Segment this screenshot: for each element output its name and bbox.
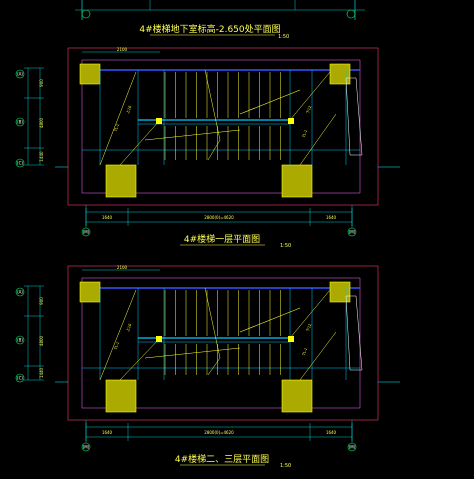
stair-note: TL-1	[302, 129, 309, 139]
plan-scale: 1:50	[278, 34, 289, 40]
column	[79, 63, 101, 85]
plan-scale: 1:50	[280, 463, 291, 469]
outer-frame	[67, 265, 379, 421]
outer-frame	[67, 47, 379, 206]
dim-text: 1640	[326, 430, 337, 435]
column	[329, 63, 351, 85]
zigzag-line	[204, 69, 221, 141]
axis-circle	[15, 373, 25, 383]
column	[281, 164, 313, 198]
dim-text: 2100	[117, 47, 128, 52]
axis-circle	[15, 117, 25, 127]
plan-title: 4#楼梯地下室标高-2.650处平面图	[139, 23, 280, 35]
stair-note: TL-1	[114, 123, 121, 133]
axis-circle	[81, 227, 91, 237]
axis-label: (M)	[83, 230, 90, 235]
axis-label: (M)	[349, 445, 356, 450]
break-line	[119, 337, 161, 381]
axis-label: (B)	[17, 120, 23, 125]
run-arrow	[239, 89, 301, 115]
column	[105, 164, 137, 198]
run-arrow	[144, 129, 241, 141]
run-arrow	[144, 347, 241, 359]
dim-text: 1440	[39, 367, 44, 378]
break-line	[119, 119, 161, 166]
axis-circle	[347, 442, 357, 452]
column	[281, 379, 313, 413]
plan-title: 4#楼梯一层平面图	[184, 233, 260, 245]
zigzag-line	[207, 357, 221, 376]
axis-circle	[347, 227, 357, 237]
dim-text: 1640	[102, 215, 113, 220]
stair-note: 上10	[125, 104, 133, 114]
dim-text: 900	[39, 297, 44, 305]
stair-wedge	[345, 77, 363, 156]
axis-circle	[15, 335, 25, 345]
zigzag-line	[207, 139, 221, 161]
stair-note: 下12	[306, 323, 313, 332]
axis-circle	[15, 158, 25, 168]
axis-circle	[15, 69, 25, 79]
run-arrow	[239, 307, 301, 333]
zigzag-line	[204, 287, 221, 359]
axis-circle	[346, 9, 356, 19]
column	[329, 281, 351, 303]
column	[79, 281, 101, 303]
header-fragment	[75, 0, 365, 20]
stair-note: TL-1	[114, 341, 121, 351]
stair-wedge	[345, 295, 363, 371]
axis-circle	[81, 442, 91, 452]
dim-text: 2800(0)=4620	[204, 430, 234, 435]
dim-text: 1640	[102, 430, 113, 435]
break-line	[289, 289, 331, 339]
break-line	[299, 331, 337, 381]
break-line	[289, 71, 331, 121]
axis-label: (M)	[349, 230, 356, 235]
axis-circle	[15, 287, 25, 297]
stair-note: 上10	[125, 322, 133, 332]
stair-note: TL-1	[302, 347, 309, 357]
axis-label: (A)	[17, 290, 23, 295]
axis-label: (B)	[17, 338, 23, 343]
column	[105, 379, 137, 413]
axis-circle	[81, 9, 91, 19]
break-line	[99, 71, 137, 166]
landing-marker	[288, 336, 294, 342]
dim-text: 900	[39, 79, 44, 87]
dim-text: 1440	[39, 151, 44, 162]
landing-marker	[288, 118, 294, 124]
plan-scale: 1:50	[280, 243, 291, 249]
dim-text: 4800	[39, 335, 44, 346]
plan-title: 4#楼梯二、三层平面图	[175, 453, 269, 465]
stair-note: 下12	[306, 105, 313, 114]
dim-text: 2800(0)=4620	[204, 215, 234, 220]
break-line	[99, 289, 137, 381]
dim-text: 2100	[117, 265, 128, 270]
axis-label: (C)	[17, 161, 23, 166]
dim-text: 1640	[326, 215, 337, 220]
axis-label: (C)	[17, 376, 23, 381]
break-line	[299, 113, 337, 166]
dim-text: 4800	[39, 117, 44, 128]
axis-label: (M)	[83, 445, 90, 450]
axis-label: (A)	[17, 72, 23, 77]
